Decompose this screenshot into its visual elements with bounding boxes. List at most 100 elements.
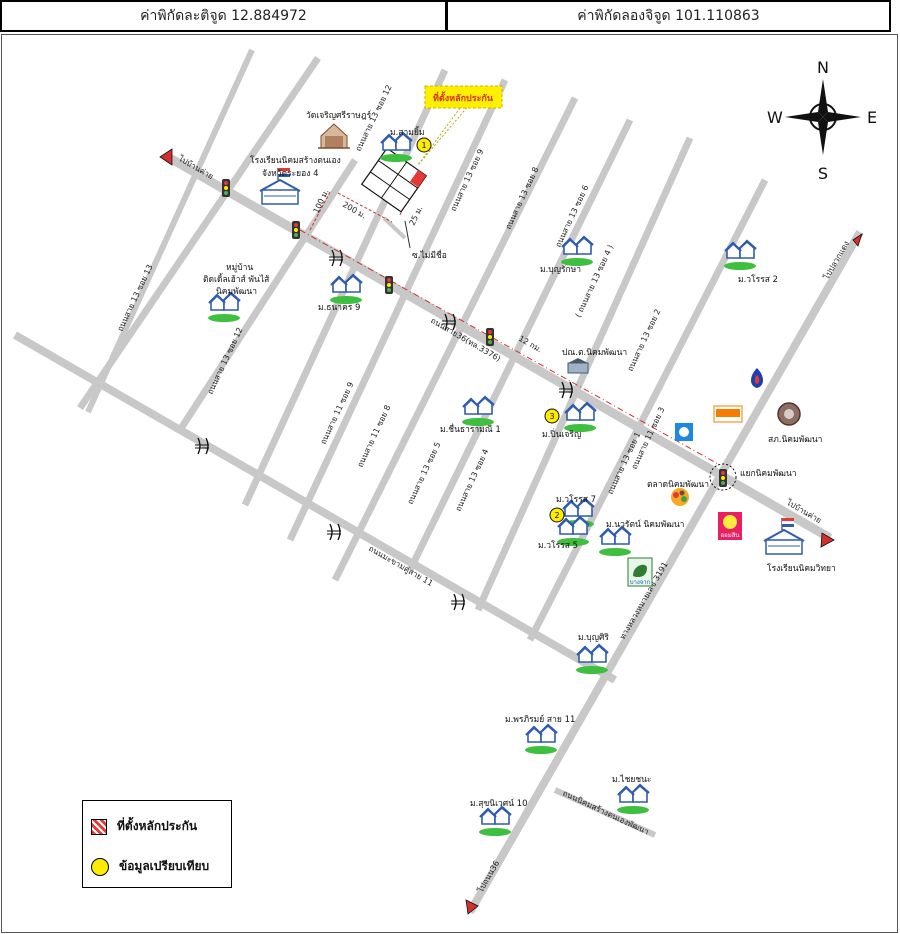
place-school1-b: จังหวัดระยอง 4 [262,169,319,179]
post-office-icon [567,358,589,374]
bridge-icon [450,593,466,611]
house-icon [460,395,496,428]
place-pinjaroen: ม.ปิ่นเจริญ [542,428,581,440]
road-soi-6 [331,96,579,582]
distance-12km-line [299,229,721,466]
marker-2-label: 2 [554,511,559,520]
road-label-s13-8: ถนนสาย 13 ซอย 8 [504,166,541,231]
legend-comparison-label: ข้อมูลเปรียบเทียบ [119,859,210,873]
place-village-c: นิคมพัฒนา [216,287,257,297]
road-soi-12 [77,56,321,410]
road-soi-8 [286,78,509,542]
road-soi-4 [406,118,634,572]
longitude-box: ค่าพิกัดลองจิจูด 101.110863 [446,0,891,32]
comparison-dot-icon [91,857,109,876]
place-market: ตลาดนิคมพัฒนา [647,480,709,490]
latitude-box: ค่าพิกัดละติจูด 12.884972 [0,0,447,32]
house-icon [615,783,651,816]
direction-arrows [159,148,863,915]
compass-s: S [818,164,828,183]
road-no-name-line [404,220,411,249]
fuel-station-icon [751,368,763,388]
place-village-a: หมู่บ้าน [226,262,253,273]
bridge-icon [326,523,342,541]
arrow-ban-khai-icon [159,148,173,166]
traffic-light-icon [486,328,494,346]
place-intersection: แยกนิคมพัฒนา [740,469,797,479]
place-phonphirom: ม.พรภิรมย์ สาย 11 [505,714,575,725]
place-nawarat: ม.นวรัตน์ นิคมพัฒนา [606,519,684,530]
arrow-ban-khai2-icon [820,532,835,548]
market-icon [671,488,689,506]
compass-w: W [767,108,783,127]
atm-icon [675,423,693,441]
house-icon [523,723,559,756]
map-frame [1,34,898,933]
place-waroj5: ม.วโรรส 5 [538,540,578,551]
collateral-callout-text: ที่ตั้งหลักประกัน [433,91,494,104]
bangchak-label: บางจาก [630,579,651,586]
place-thanakorn: ม.ธนาคร 9 [318,303,360,313]
traffic-light-icon [292,221,300,239]
place-chuenthara: ม.ชื่นธารามณี 1 [440,423,501,435]
road-label-s13-2: ถนนสาย 13 ซอย 2 [626,308,663,373]
place-bunsiri: ม.บุญศิริ [578,633,609,643]
legend-collateral-label: ที่ตั้งหลักประกัน [117,819,198,833]
arrow-pluak-daeng-icon [852,233,863,247]
school-icon [763,518,805,555]
traffic-light-icon [385,276,393,294]
compass-e: E [867,108,877,127]
marker-1-label: 1 [421,141,426,150]
compass-n: N [817,58,829,77]
distance-200m: 200 ม. [341,200,368,221]
house-icon [597,525,633,558]
marker-3-label: 3 [549,412,554,421]
legend-row-comparison: ข้อมูลเปรียบเทียบ [91,857,209,876]
place-post: ปณ.ต.นิคมพัฒนา [562,348,627,358]
dir-label-road36: ไปถนน36 [475,859,501,895]
temple-icon [318,123,350,149]
place-waroj2: ม.วโรรส 2 [738,274,778,285]
callout-pointer [417,103,472,166]
place-temple: วัดเจริญศรีราษฎร์ [306,110,372,121]
road-3191 [466,230,864,914]
place-chaiyachon: ม.ไชยชนะ [612,774,651,785]
compass-rose-icon: N S E W [767,58,877,183]
place-sam-yim: ม.สามยิ้ม [390,126,424,138]
road-no-name [382,216,407,240]
road-label-s13-5: ถนนสาย 13 ซอย 5 [406,441,443,506]
bank-branch-icon: ออมสิน [718,512,742,540]
marker-3: 3 [544,408,560,424]
road-chaiyachon [553,787,657,838]
place-village-b: ติดเดิ้ลเฮ้าส์ พันไส้ [203,273,270,285]
road-soi-12b [177,158,358,432]
road-soi-4b [474,136,694,612]
bank-branch-label: ออมสิน [721,532,740,539]
collateral-swatch-icon [91,818,107,835]
house-icon [206,291,242,324]
collateral-callout: ที่ตั้งหลักประกัน [424,85,503,109]
intersection-circle [709,463,737,491]
police-icon [777,402,801,426]
house-icon [477,805,513,838]
road-moo-11 [13,331,617,684]
road-label-s13-4b: ถนนสาย 13 ซอย 4 [454,448,491,513]
road-label-s11-8: ถนนสาย 11 ซอย 8 [356,404,393,469]
collateral-plot [360,147,428,213]
arrow-road36-icon [465,899,479,915]
traffic-light-icon [222,179,230,197]
place-suknivet: ม.สุขนิเวศน์ 10 [470,798,528,809]
longitude-text: ค่าพิกัดลองจิจูด 101.110863 [577,8,760,24]
place-waroj7: ม.วโรรส 7 [556,494,596,505]
shop-logo-icon [713,405,743,423]
road-soi-13 [85,48,255,414]
house-icon [559,235,595,268]
road-soi-2 [526,178,769,642]
school-icon [259,168,301,205]
marker-1: 1 [416,137,432,153]
legend: ที่ตั้งหลักประกัน ข้อมูลเปรียบเทียบ [82,800,232,888]
place-no-name: ซ.ไม่มีชื่อ [412,249,447,261]
place-school2: โรงเรียนนิคมวิทยา [767,563,836,574]
bangchak-icon: บางจาก [627,557,653,587]
